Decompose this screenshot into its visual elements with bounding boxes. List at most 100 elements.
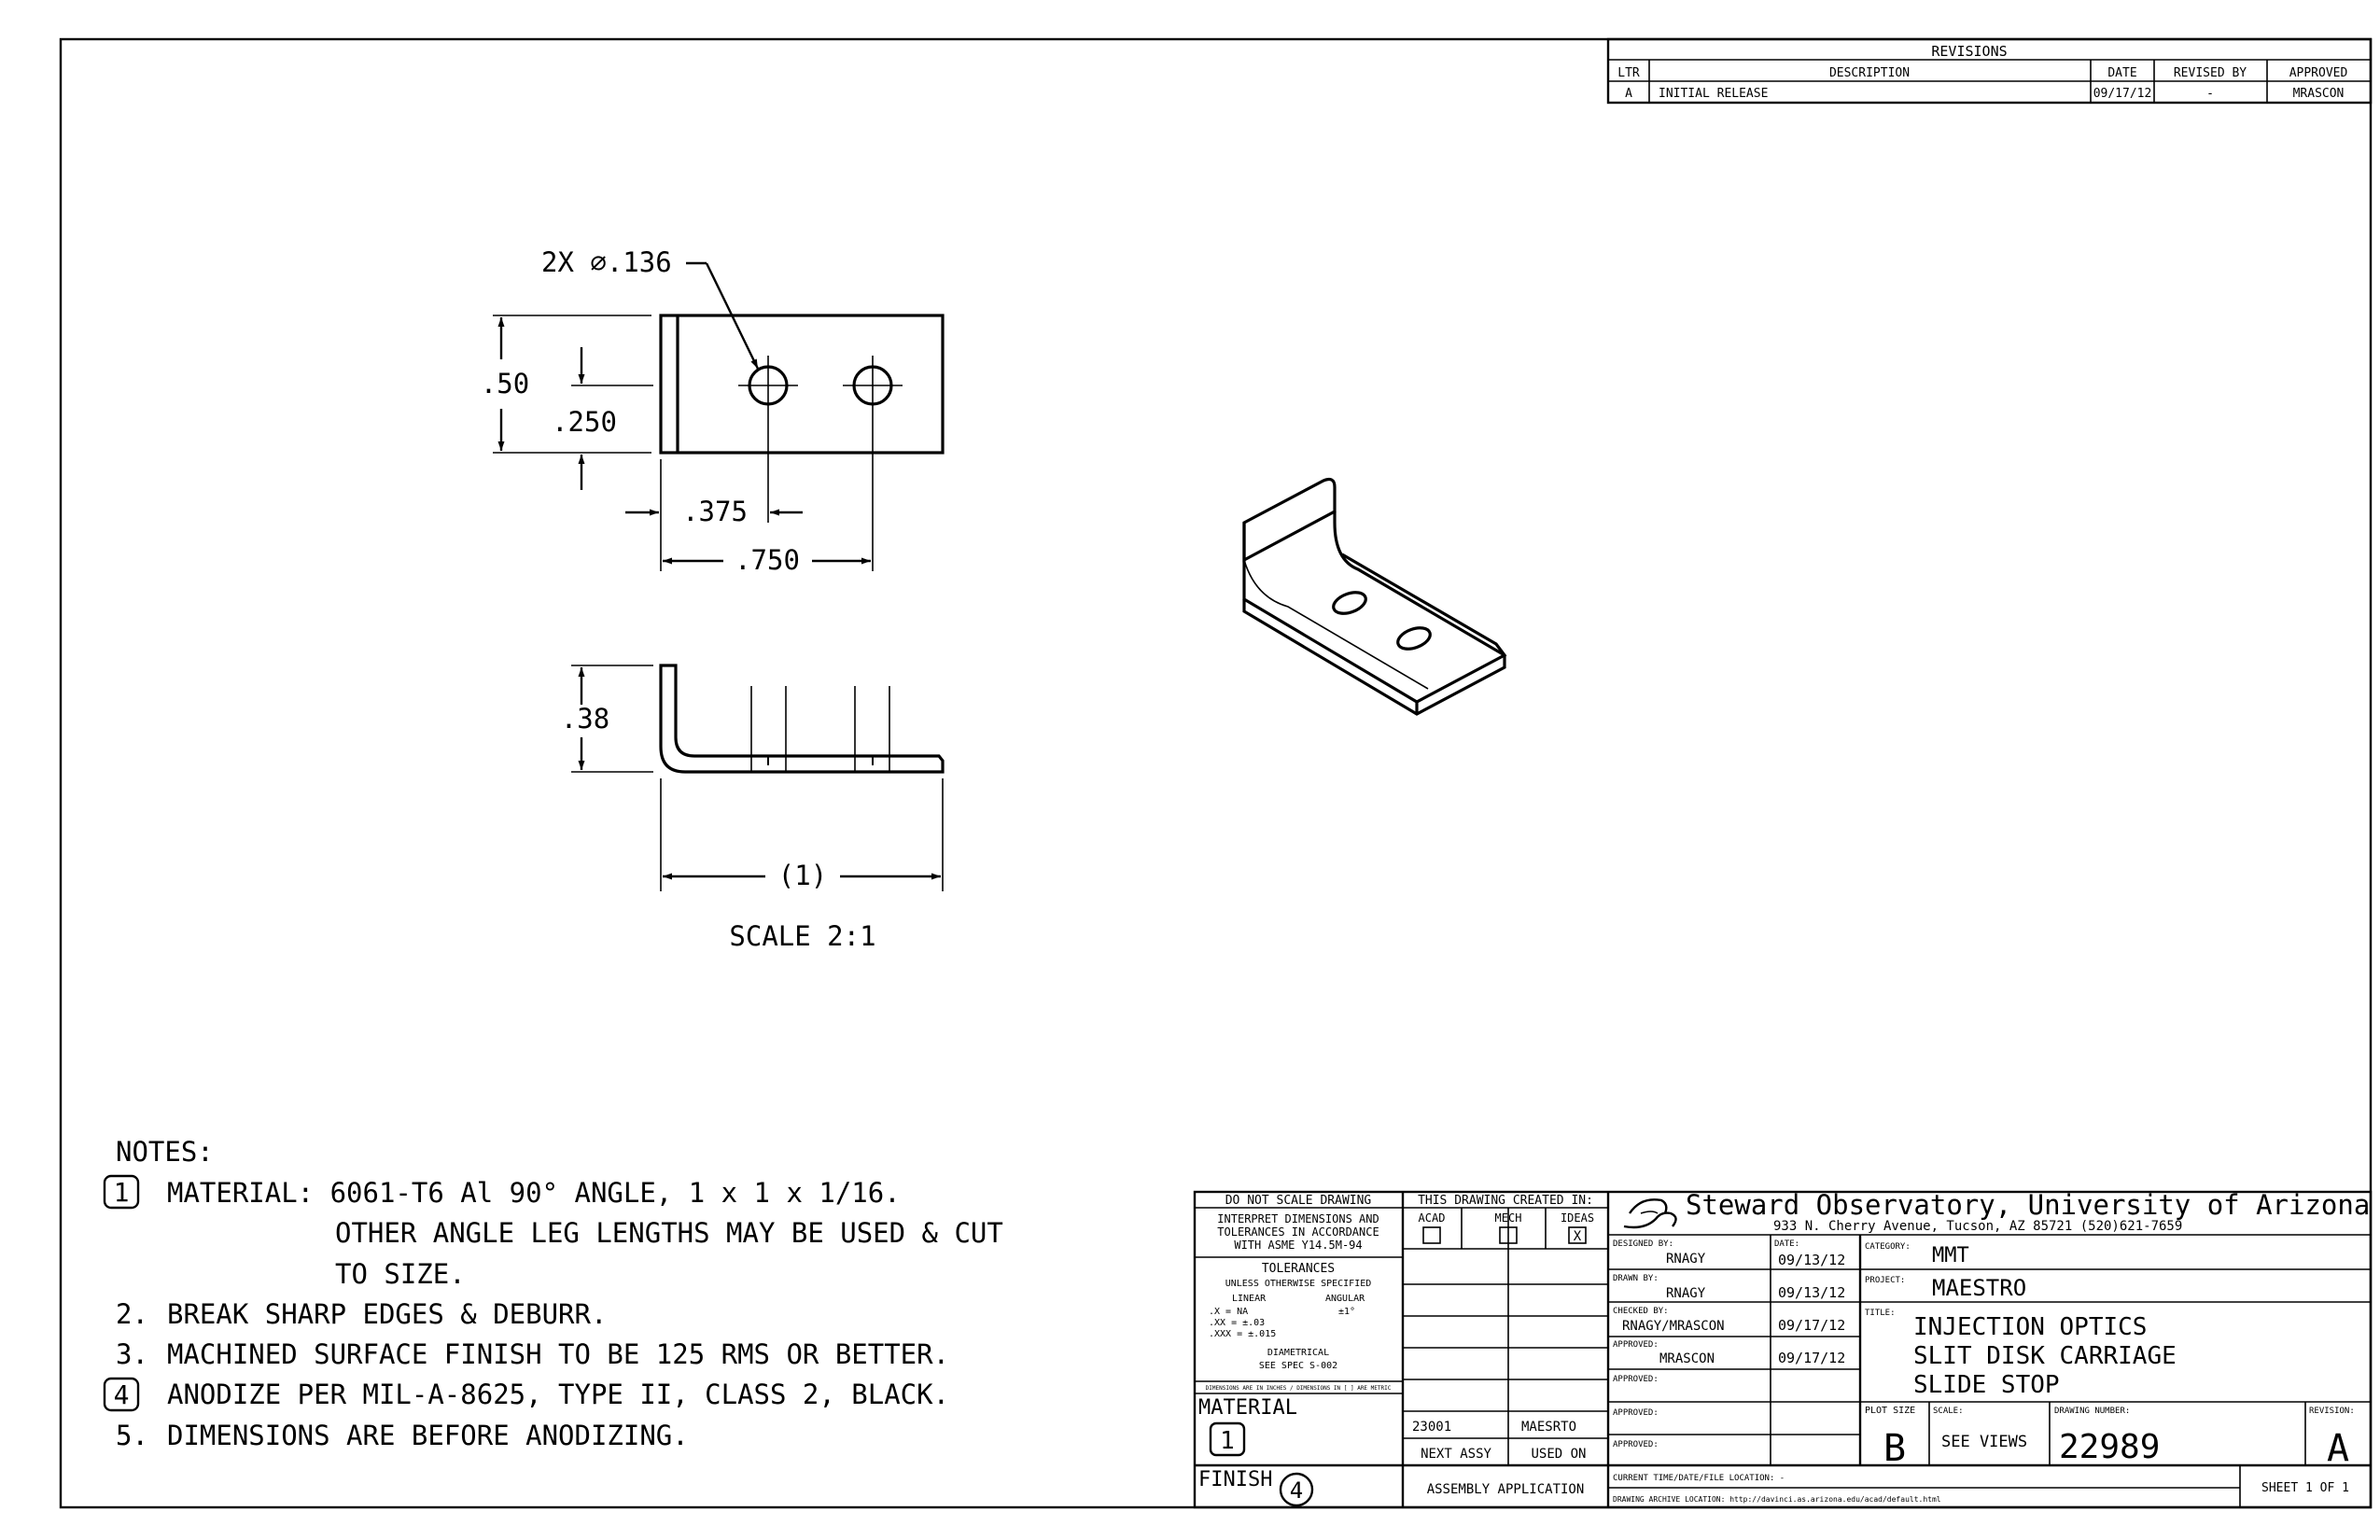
cad-ideas-checkbox[interactable] bbox=[1568, 1226, 1587, 1244]
revisions-title: REVISIONS bbox=[1931, 43, 2007, 60]
finish-label: FINISH bbox=[1198, 1468, 1272, 1491]
svg-text:1: 1 bbox=[114, 1177, 130, 1208]
do-not-scale: DO NOT SCALE DRAWING bbox=[1225, 1194, 1372, 1208]
svg-text:REVISION:: REVISION: bbox=[2309, 1407, 2355, 1416]
svg-text:DIMENSIONS ARE IN INCHES / DIM: DIMENSIONS ARE IN INCHES / DIMENSIONS IN… bbox=[1206, 1385, 1392, 1392]
approved-date: 09/17/12 bbox=[1778, 1350, 1845, 1366]
drawn-date: 09/13/12 bbox=[1778, 1284, 1845, 1301]
rev-header-revised-by: REVISED BY bbox=[2174, 66, 2247, 80]
used-on-label: USED ON bbox=[1531, 1447, 1586, 1462]
svg-text:PROJECT:: PROJECT: bbox=[1865, 1276, 1905, 1285]
revision-letter: A bbox=[2327, 1427, 2349, 1470]
cad-mech-label: MECH bbox=[1495, 1211, 1522, 1225]
rev-row-description: INITIAL RELEASE bbox=[1659, 87, 1768, 101]
svg-text:PLOT SIZE: PLOT SIZE bbox=[1865, 1406, 1915, 1416]
svg-text:APPROVED:: APPROVED: bbox=[1613, 1408, 1659, 1418]
approved-by: MRASCON bbox=[1659, 1351, 1715, 1366]
checked-by: RNAGY/MRASCON bbox=[1622, 1319, 1725, 1334]
cad-acad-label: ACAD bbox=[1419, 1211, 1446, 1225]
svg-text:DIAMETRICAL: DIAMETRICAL bbox=[1267, 1348, 1329, 1358]
material-label: MATERIAL bbox=[1198, 1396, 1297, 1420]
next-assy-label: NEXT ASSY bbox=[1421, 1447, 1491, 1462]
org-name: Steward Observatory, University of Arizo… bbox=[1686, 1189, 2370, 1221]
title-line-1: INJECTION OPTICS bbox=[1913, 1313, 2147, 1341]
next-assy-value: 23001 bbox=[1412, 1420, 1451, 1435]
created-in-label: THIS DRAWING CREATED IN: bbox=[1418, 1194, 1593, 1208]
used-on-value: MAESRTO bbox=[1521, 1420, 1576, 1435]
svg-text:LINEAR: LINEAR bbox=[1232, 1294, 1267, 1304]
svg-text:DESIGNED BY:: DESIGNED BY: bbox=[1613, 1239, 1673, 1249]
svg-text:.XX = ±.03: .XX = ±.03 bbox=[1209, 1318, 1265, 1328]
dim-ref: (1) bbox=[778, 860, 827, 891]
rev-header-description: DESCRIPTION bbox=[1829, 66, 1910, 80]
svg-text:ANGULAR: ANGULAR bbox=[1325, 1294, 1365, 1304]
rev-row-approved: MRASCON bbox=[2293, 87, 2345, 101]
drawn-by: RNAGY bbox=[1666, 1286, 1706, 1301]
note-4-text: ANODIZE PER MIL-A-8625, TYPE II, CLASS 2… bbox=[167, 1379, 949, 1410]
svg-text:±1°: ±1° bbox=[1338, 1307, 1355, 1317]
designed-by: RNAGY bbox=[1666, 1252, 1706, 1267]
sheet-number: SHEET 1 OF 1 bbox=[2261, 1481, 2349, 1495]
svg-text:.XXX = ±.015: .XXX = ±.015 bbox=[1209, 1329, 1276, 1339]
svg-text:.X = NA: .X = NA bbox=[1209, 1307, 1248, 1317]
steward-logo bbox=[1623, 1198, 1677, 1229]
svg-text:DRAWING NUMBER:: DRAWING NUMBER: bbox=[2054, 1407, 2130, 1416]
dim-hole-y: .250 bbox=[552, 406, 617, 438]
plot-size: B bbox=[1883, 1427, 1906, 1470]
scale-label: SCALE 2:1 bbox=[729, 920, 875, 952]
rev-row-ltr: A bbox=[1625, 87, 1632, 101]
title-line-2: SLIT DISK CARRIAGE bbox=[1913, 1342, 2177, 1370]
svg-text:APPROVED:: APPROVED: bbox=[1613, 1340, 1659, 1350]
revisions-table: REVISIONS LTR DESCRIPTION DATE REVISED B… bbox=[1606, 37, 2373, 105]
svg-text:DATE:: DATE: bbox=[1774, 1239, 1799, 1249]
drawing-scale: SEE VIEWS bbox=[1941, 1433, 2027, 1451]
svg-text:SCALE:: SCALE: bbox=[1933, 1407, 1964, 1416]
note-5-text: DIMENSIONS ARE BEFORE ANODIZING. bbox=[167, 1420, 689, 1451]
note-4-flag bbox=[103, 1377, 140, 1412]
svg-text:4: 4 bbox=[114, 1379, 130, 1410]
dim-length: .750 bbox=[735, 544, 800, 576]
rev-header-ltr: LTR bbox=[1617, 66, 1640, 80]
iso-hole-1 bbox=[1332, 591, 1367, 615]
notes-title: NOTES: bbox=[116, 1136, 214, 1168]
top-view-outline bbox=[659, 314, 945, 455]
svg-text:DRAWN BY:: DRAWN BY: bbox=[1613, 1274, 1659, 1283]
archive-location: DRAWING ARCHIVE LOCATION: http://davinci… bbox=[1613, 1495, 1941, 1504]
material-flag bbox=[1209, 1421, 1246, 1457]
project: MAESTRO bbox=[1932, 1275, 2026, 1301]
svg-text:TOLERANCES IN ACCORDANCE: TOLERANCES IN ACCORDANCE bbox=[1217, 1225, 1379, 1239]
org-address: 933 N. Cherry Avenue, Tucson, AZ 85721 (… bbox=[1773, 1219, 2182, 1234]
top-view: 2X ⌀.136 .50 .250 .375 .750 bbox=[481, 246, 945, 576]
cad-mech-checkbox[interactable] bbox=[1499, 1226, 1518, 1244]
isometric-view bbox=[1242, 477, 1507, 716]
dim-height: .50 bbox=[481, 368, 529, 399]
notes: NOTES: 1 MATERIAL: 6061-T6 Al 90° ANGLE,… bbox=[103, 1136, 1003, 1451]
svg-text:TITLE:: TITLE: bbox=[1865, 1309, 1896, 1318]
current-time-location: CURRENT TIME/DATE/FILE LOCATION: - bbox=[1613, 1474, 1785, 1483]
drawing-number: 22989 bbox=[2059, 1428, 2160, 1466]
rev-header-approved: APPROVED bbox=[2289, 66, 2348, 80]
svg-text:X: X bbox=[1574, 1229, 1582, 1244]
svg-text:1: 1 bbox=[1220, 1427, 1235, 1455]
front-view: .38 (1) SCALE 2:1 bbox=[561, 664, 945, 952]
designed-date: 09/13/12 bbox=[1778, 1252, 1845, 1268]
checked-date: 09/17/12 bbox=[1778, 1317, 1845, 1334]
cad-ideas-label: IDEAS bbox=[1561, 1211, 1594, 1225]
svg-text:APPROVED:: APPROVED: bbox=[1613, 1440, 1659, 1449]
svg-text:5.: 5. bbox=[116, 1420, 148, 1451]
dim-hole-x: .375 bbox=[682, 496, 748, 527]
note-1-line-3: TO SIZE. bbox=[335, 1258, 466, 1290]
assembly-application: ASSEMBLY APPLICATION bbox=[1427, 1482, 1585, 1497]
cad-acad-checkbox[interactable] bbox=[1422, 1226, 1441, 1244]
svg-text:3.: 3. bbox=[116, 1338, 148, 1370]
title-block: DO NOT SCALE DRAWING INTERPRET DIMENSION… bbox=[1193, 1189, 2373, 1509]
rev-header-date: DATE bbox=[2107, 66, 2136, 80]
note-3-text: MACHINED SURFACE FINISH TO BE 125 RMS OR… bbox=[167, 1338, 949, 1370]
title-line-3: SLIDE STOP bbox=[1913, 1371, 2060, 1399]
svg-text:SEE SPEC S-002: SEE SPEC S-002 bbox=[1259, 1361, 1337, 1371]
svg-text:CHECKED BY:: CHECKED BY: bbox=[1613, 1307, 1669, 1316]
finish-flag bbox=[1279, 1472, 1314, 1507]
svg-text:INTERPRET DIMENSIONS AND: INTERPRET DIMENSIONS AND bbox=[1217, 1212, 1379, 1225]
svg-text:2.: 2. bbox=[116, 1298, 148, 1330]
